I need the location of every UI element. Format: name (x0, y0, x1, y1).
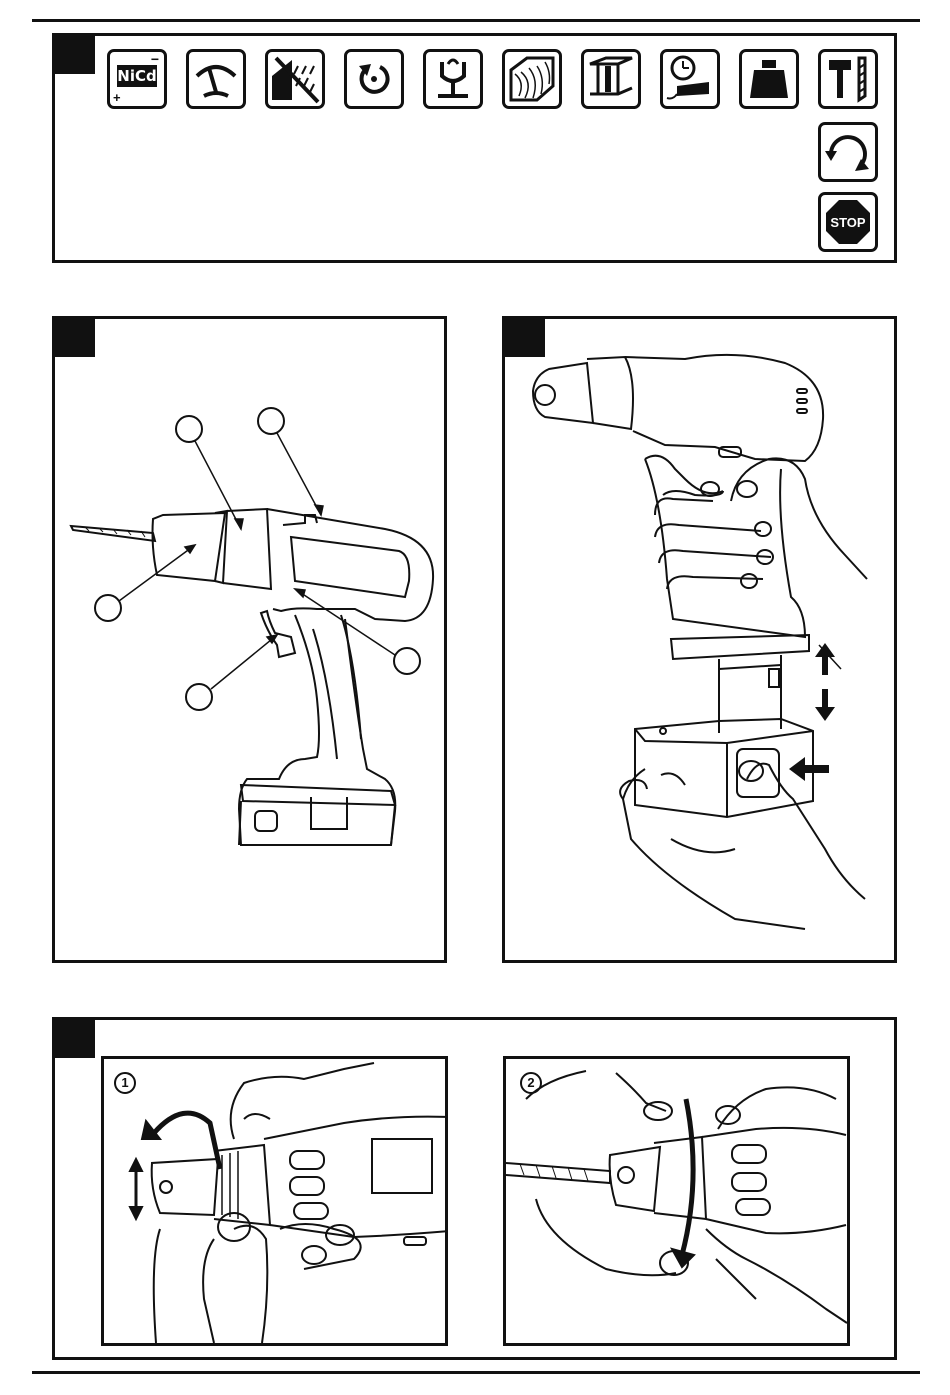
gauge-icon-graphic (189, 52, 243, 106)
nicd-label: NiCd (117, 65, 157, 87)
wood-icon (502, 49, 562, 109)
stop-sign-graphic: STOP (821, 195, 875, 249)
panel-label-block (55, 36, 95, 74)
panel-chuck-operation: 1 (52, 1017, 897, 1360)
rotation-icon-graphic (347, 52, 401, 106)
drill-parts-illustration (55, 319, 444, 960)
no-rain-icon-graphic (268, 52, 322, 106)
step-2-subpanel: 2 (503, 1056, 850, 1346)
reverse-rotation-icon (818, 122, 878, 182)
battery-plus-sign: + (113, 91, 121, 104)
weight-icon-graphic (742, 52, 796, 106)
charging-time-icon-graphic (663, 52, 717, 106)
battery-removal-illustration (505, 319, 894, 960)
panel-symbols: − NiCd + (52, 33, 897, 263)
gauge-icon (186, 49, 246, 109)
torque-clutch-icon-graphic (426, 52, 480, 106)
chuck-tighten-illustration (506, 1059, 847, 1343)
chuck-loosen-illustration (104, 1059, 445, 1343)
hammer-drill-icon (818, 49, 878, 109)
top-rule (32, 19, 920, 22)
torque-clutch-icon (423, 49, 483, 109)
weight-icon (739, 49, 799, 109)
stop-sign-icon: STOP (818, 192, 878, 252)
stop-label: STOP (830, 215, 865, 230)
panel-label-block (55, 1020, 95, 1058)
bottom-rule (32, 1371, 920, 1374)
no-rain-icon (265, 49, 325, 109)
nicd-battery-icon: − NiCd + (107, 49, 167, 109)
panel-drill-overview (52, 316, 447, 963)
metal-beam-icon-graphic (584, 52, 638, 106)
charging-time-icon (660, 49, 720, 109)
rotation-icon (344, 49, 404, 109)
wood-icon-graphic (505, 52, 559, 106)
metal-beam-icon (581, 49, 641, 109)
step-1-subpanel: 1 (101, 1056, 448, 1346)
panel-battery-removal (502, 316, 897, 963)
battery-minus-sign: − (151, 52, 159, 66)
reverse-rotation-icon-graphic (821, 125, 875, 179)
hammer-drill-icon-graphic (821, 52, 875, 106)
